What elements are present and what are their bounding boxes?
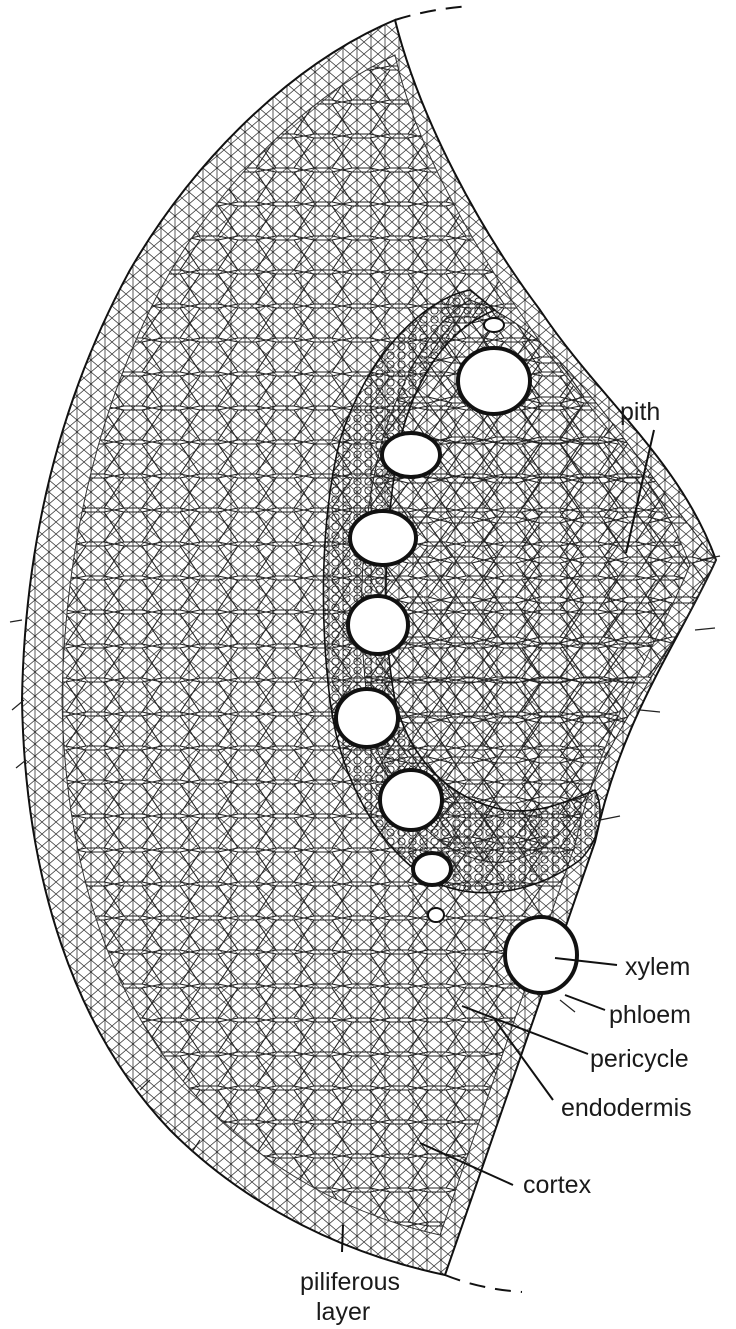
phloem-leader-line [565,995,605,1010]
label-pericycle: pericycle [590,1045,689,1073]
label-xylem: xylem [625,953,690,981]
xylem-vessel [348,596,408,654]
cut-edge-dashes-bottom [445,1275,522,1292]
xylem-vessel [380,770,442,830]
xylem-vessel [350,511,416,565]
label-pith: pith [620,398,660,426]
label-phloem: phloem [609,1001,691,1029]
label-endodermis: endodermis [561,1094,692,1122]
xylem-vessel [336,689,398,747]
xylem-vessel [382,433,440,477]
cut-edge-dashes-top [395,6,470,20]
label-piliferous-line2: layer [316,1298,370,1326]
xylem-vessel [428,908,444,922]
xylem-vessel [413,853,451,885]
label-piliferous-line1: piliferous [300,1268,400,1296]
xylem-vessel [484,318,504,332]
xylem-vessel [505,917,577,993]
xylem-vessel [458,348,530,414]
label-cortex: cortex [523,1171,592,1199]
piliferous-leader-line [342,1225,343,1252]
